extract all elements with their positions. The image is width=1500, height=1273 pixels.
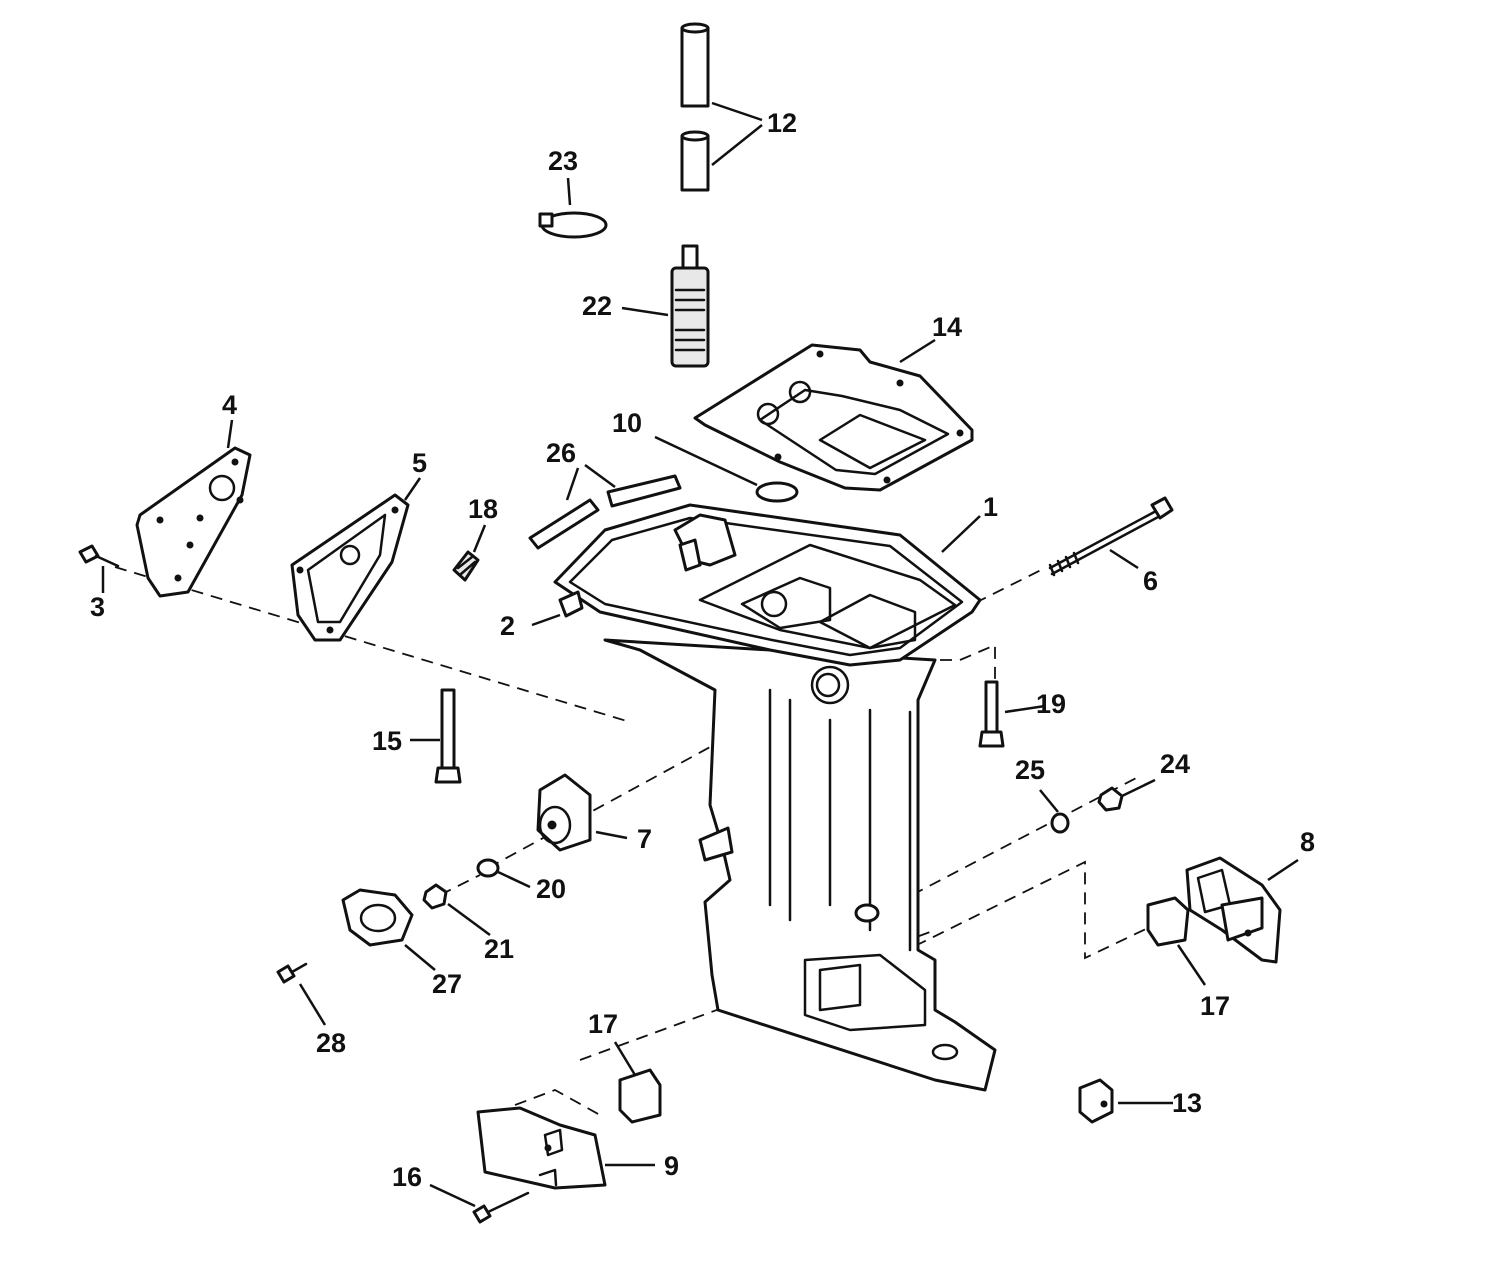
callout-16: 16 [392, 1162, 422, 1192]
gasket-part-5[interactable] [290, 493, 410, 642]
callout-19: 19 [1036, 689, 1066, 719]
callout-9: 9 [664, 1151, 679, 1181]
callout-12: 12 [767, 108, 797, 138]
screw-part-28[interactable] [276, 962, 308, 984]
screw-part-3[interactable] [78, 544, 120, 568]
callout-18: 18 [468, 494, 498, 524]
grommet-part-18[interactable] [452, 550, 480, 582]
leader-lines [101, 101, 1299, 1208]
callout-27: 27 [432, 969, 462, 999]
callout-15: 15 [372, 726, 402, 756]
tube-part-12[interactable] [680, 22, 710, 192]
gasket-part-27[interactable] [341, 888, 414, 947]
clamp-part-23[interactable] [538, 211, 608, 239]
callout-1: 1 [983, 492, 998, 522]
bolt-part-6[interactable] [1048, 496, 1174, 577]
callout-labels: 1 2 3 4 5 6 7 8 9 10 12 13 14 15 16 17 1… [90, 108, 1315, 1192]
screw-part-16[interactable] [472, 1191, 530, 1224]
o-ring-part-10[interactable] [755, 481, 799, 503]
callout-3: 3 [90, 592, 105, 622]
callout-21: 21 [484, 934, 514, 964]
cover-plate-part-4[interactable] [135, 446, 252, 598]
callout-10: 10 [612, 408, 642, 438]
washer-part-20[interactable] [476, 858, 500, 878]
nut-part-21[interactable] [422, 883, 448, 910]
filter-part-22[interactable] [670, 244, 710, 368]
callout-17b: 17 [1200, 991, 1230, 1021]
callout-22: 22 [582, 291, 612, 321]
callout-25: 25 [1015, 755, 1045, 785]
callout-7: 7 [637, 824, 652, 854]
mount-part-7[interactable] [536, 773, 592, 852]
callout-2: 2 [500, 611, 515, 641]
callout-24: 24 [1160, 749, 1190, 779]
housing-part-1[interactable] [553, 503, 997, 1092]
callout-14: 14 [932, 312, 962, 342]
callout-28: 28 [316, 1028, 346, 1058]
callout-20: 20 [536, 874, 566, 904]
callout-6: 6 [1143, 566, 1158, 596]
block-part-13[interactable] [1078, 1078, 1114, 1124]
callout-5: 5 [412, 448, 427, 478]
o-ring-part-25[interactable] [1050, 812, 1070, 834]
nut-part-24[interactable] [1097, 786, 1124, 812]
alignment-lines [114, 566, 1149, 1116]
cover-part-9[interactable] [476, 1106, 607, 1190]
hose-part-26[interactable] [528, 474, 682, 550]
callout-4: 4 [222, 390, 237, 420]
gasket-part-14[interactable] [693, 343, 974, 492]
pad-part-17-right[interactable] [1146, 896, 1190, 947]
bolt-part-15[interactable] [434, 688, 462, 784]
bracket-part-8[interactable] [1185, 856, 1282, 964]
callout-13: 13 [1172, 1088, 1202, 1118]
callout-8: 8 [1300, 827, 1315, 857]
callout-17a: 17 [588, 1009, 618, 1039]
bolt-part-19[interactable] [978, 680, 1005, 748]
callout-26: 26 [546, 438, 576, 468]
pad-part-17-bottom[interactable] [618, 1068, 662, 1124]
callout-23: 23 [548, 146, 578, 176]
